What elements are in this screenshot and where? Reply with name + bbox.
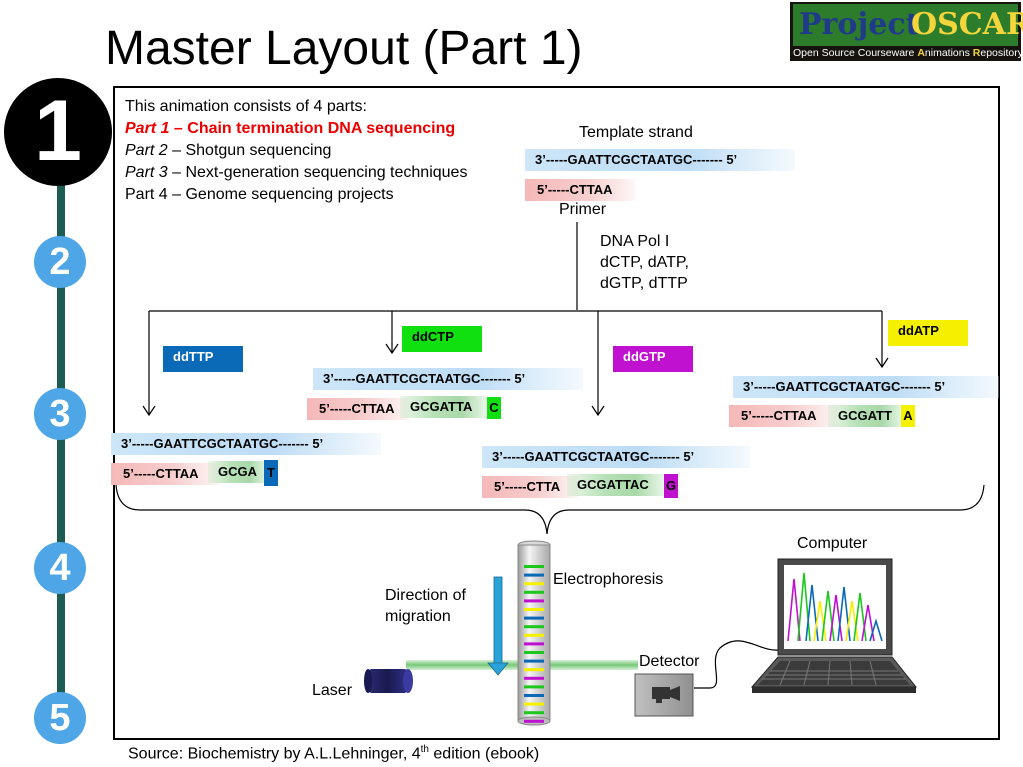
computer-label: Computer [797,535,868,552]
gel-band [524,573,544,577]
intro-text: This animation consists of 4 parts: Part… [125,96,467,206]
gel-band [524,719,544,723]
gel-band [524,711,544,715]
gel-band [524,625,544,629]
project-oscar-logo[interactable]: Project OSCAR Open Source Courseware Ani… [790,2,1023,61]
laptop-computer-icon [750,558,918,693]
ddatp-terminal-base: A [901,405,915,427]
ddctp-terminal-base: C [487,397,501,419]
animation-frame [113,86,1000,740]
timeline-line [57,170,65,730]
step-4-button[interactable]: 4 [34,542,86,594]
gel-band [524,651,544,654]
ddttp-terminal-base: T [264,460,278,486]
laser-label: Laser [312,682,353,699]
gel-band [524,685,544,689]
gel-band [524,702,544,706]
apparatus-illustration [364,540,918,726]
ddgtp-primer: 5’-----CTTA [482,476,578,498]
reagent-line: DNA Pol I [600,233,670,250]
reagent-line: dCTP, dATP, [600,254,689,271]
intro-part-1: Part 1 – Chain termination DNA sequencin… [125,120,456,137]
step-1-button[interactable]: 1 [4,78,112,186]
direction-of-migration-label: Direction of migration [385,587,466,625]
reagent-line: dGTP, dTTP [600,275,688,292]
ddttp-extension: GCGA [208,461,268,483]
gel-band [524,590,544,594]
ddctp-template: 3’-----GAATTCGCTAATGC------- 5’ [313,368,583,390]
gel-band [524,582,544,586]
source-citation: Source: Biochemistry by A.L.Lehninger, 4… [128,744,540,763]
detector-icon [634,673,694,717]
detector-label: Detector [639,653,700,670]
ddatp-tag: ddATP [888,320,968,346]
gel-band [524,642,544,646]
logo-banner: Project OSCAR [793,4,1023,46]
ddgtp-tag: ddGTP [613,346,693,372]
ddgtp-extension: GCGATTAC [567,474,665,496]
logo-subtitle: Open Source Courseware Animations Reposi… [793,47,1023,59]
primer-label: Primer [559,201,607,218]
gel-band [524,668,544,672]
gel-column [517,540,551,726]
gel-band [524,565,544,568]
ddatp-primer: 5’-----CTTAA [729,405,837,427]
gel-band [524,676,544,680]
ddttp-tag: ddTTP [163,346,243,372]
template-strand: 3’-----GAATTCGCTAATGC------- 5’ [525,149,795,171]
gel-band [524,599,544,603]
intro-part-2: Part 2 – Shotgun sequencing [125,142,332,159]
ddatp-extension: GCGATT [828,405,904,427]
gel-band [524,633,544,637]
page-title: Master Layout (Part 1) [105,22,583,75]
step-5-button[interactable]: 5 [34,692,86,744]
migration-arrow [487,576,509,676]
gel-band [524,616,544,620]
ddttp-primer: 5’-----CTTAA [111,463,219,485]
ddgtp-terminal-base: G [664,474,678,498]
template-strand-label: Template strand [579,124,693,141]
ddctp-primer: 5’-----CTTAA [307,398,409,420]
gel-band [524,608,544,611]
logo-word-project: Project [799,7,920,42]
laser-icon [364,669,413,693]
ddttp-template: 3’-----GAATTCGCTAATGC------- 5’ [111,433,381,455]
intro-part-4: Part 4 – Genome sequencing projects [125,186,394,203]
gel-band [524,694,544,697]
step-3-button[interactable]: 3 [34,388,86,440]
ddgtp-template: 3’-----GAATTCGCTAATGC------- 5’ [482,446,750,468]
intro-part-3: Part 3 – Next-generation sequencing tech… [125,164,468,181]
reagents-list: DNA Pol I dCTP, dATP, dGTP, dTTP [600,231,689,294]
ddctp-extension: GCGATTA [400,396,487,418]
logo-word-oscar: OSCAR [911,7,1023,42]
ddctp-tag: ddCTP [402,326,482,352]
intro-heading: This animation consists of 4 parts: [125,98,367,115]
gel-band [524,659,544,663]
ddatp-template: 3’-----GAATTCGCTAATGC------- 5’ [733,376,999,398]
primer-strand: 5’-----CTTAA [525,179,635,201]
electrophoresis-label: Electrophoresis [553,571,664,588]
step-2-button[interactable]: 2 [34,236,86,288]
